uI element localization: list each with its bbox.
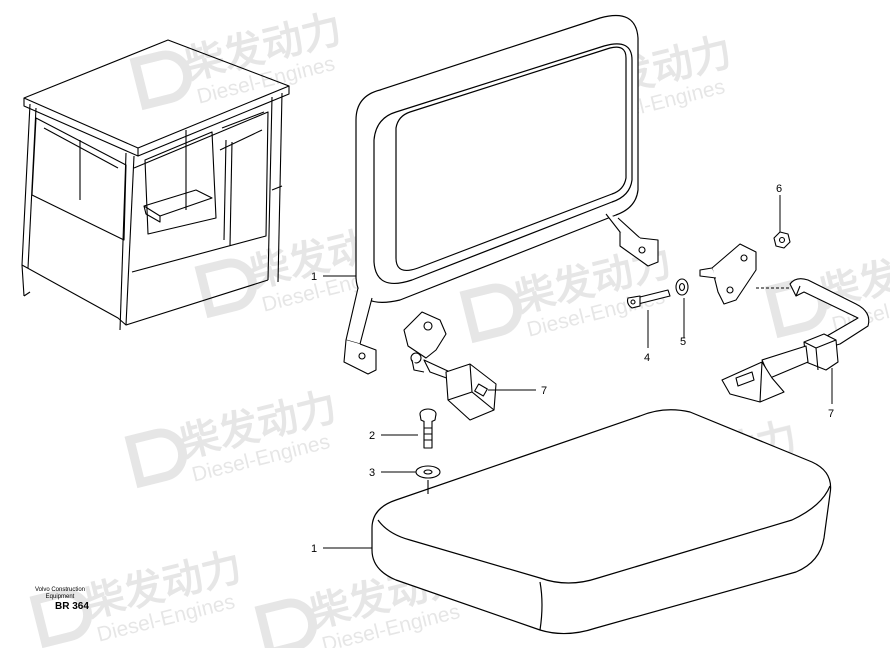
watermark-logo-icon	[29, 588, 92, 648]
watermark-logo-icon	[459, 283, 522, 344]
callout-washer: 3	[369, 467, 375, 479]
callout-bolt: 4	[644, 352, 650, 364]
watermark-logo-icon	[254, 598, 317, 648]
callout-screw: 2	[369, 430, 375, 442]
callout-nut: 6	[776, 183, 782, 195]
callouts: 1 1 2 3 4 5 6 7 7	[311, 183, 834, 555]
drawing-code: BR 364	[55, 601, 89, 612]
footer-company: Volvo Construction	[34, 587, 86, 593]
watermark-logo-icon	[124, 428, 187, 489]
backrest-cushion	[355, 14, 639, 303]
callout-seat: 1	[311, 543, 317, 555]
callout-backrest: 1	[311, 271, 317, 283]
leader-lines	[323, 195, 833, 549]
callout-washer-right: 5	[680, 336, 686, 348]
watermark-logo-icon	[194, 258, 257, 319]
backrest-brackets	[343, 213, 659, 375]
seat-cushion	[371, 409, 832, 635]
watermark-logo-icon	[129, 50, 192, 111]
screw-and-washer	[415, 408, 441, 494]
seatbelt-strap-right	[721, 278, 870, 403]
callout-seatbelt-left: 7	[541, 385, 547, 397]
callout-seatbelt-right: 7	[828, 408, 834, 420]
seatbelt-buckle-left	[403, 311, 497, 421]
footer-division: Equipment	[45, 594, 75, 600]
cab-illustration	[21, 39, 290, 331]
